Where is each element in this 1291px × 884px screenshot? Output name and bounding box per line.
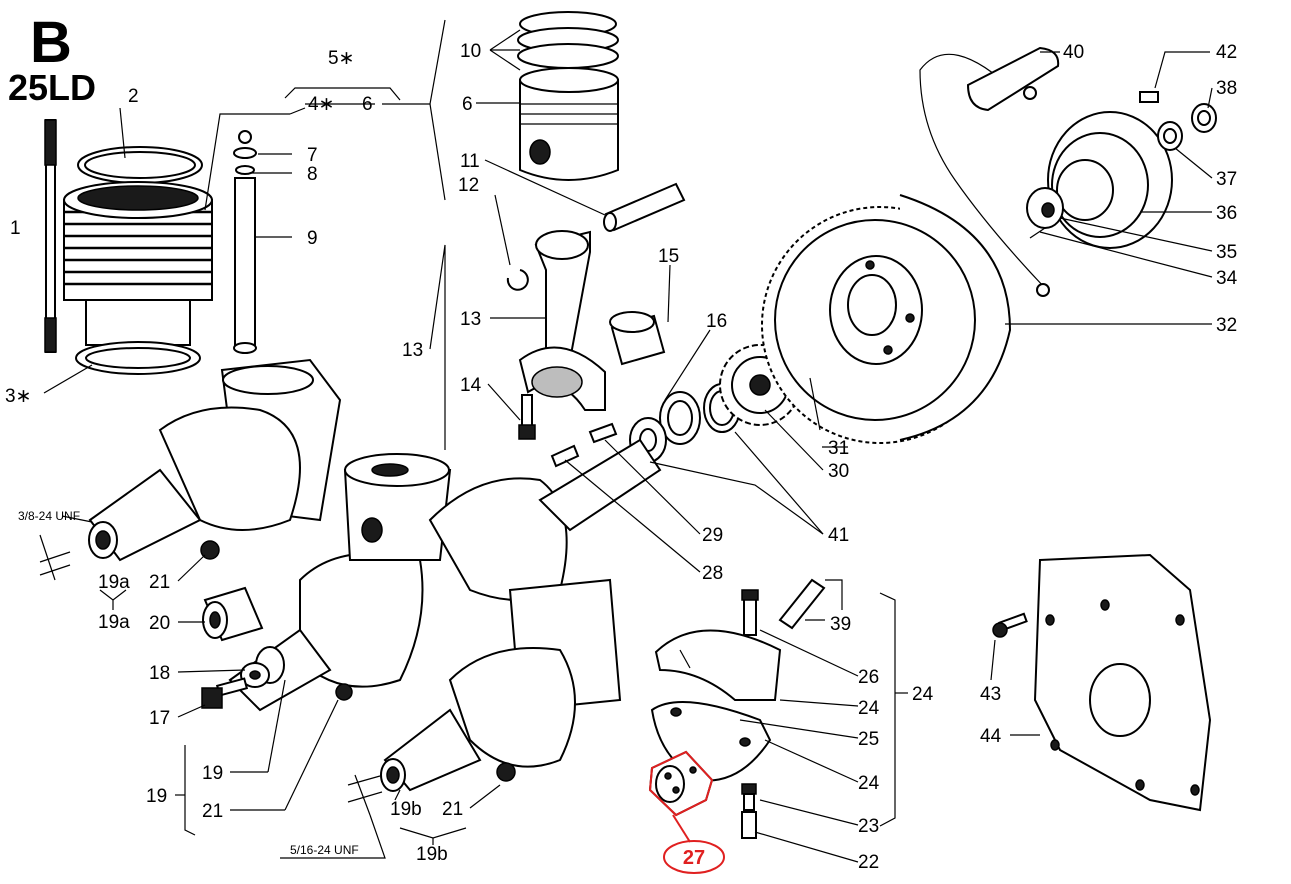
callout-17: 17 [149,708,170,729]
washer-18 [240,662,270,688]
callout-26: 26 [858,667,879,688]
callout-38: 38 [1216,78,1237,99]
callout-21-mid: 21 [202,801,223,822]
bolt-22-23 [741,783,757,839]
callout-21-top: 21 [149,572,170,593]
callout-41: 41 [828,525,849,546]
key-28 [550,444,580,468]
callout-43: 43 [980,684,1001,705]
counterweight-upper [654,629,782,701]
callout-39: 39 [830,614,851,635]
piston-pin [603,182,686,232]
callout-1: 1 [10,218,21,239]
section-letter: B [30,10,72,75]
callout-35: 35 [1216,242,1237,263]
callout-20: 20 [149,613,170,634]
piston-top [517,11,619,181]
crankcase-cover [1033,553,1212,812]
callout-23: 23 [858,816,879,837]
bushing [609,311,666,366]
callout-12: 12 [458,175,479,196]
callout-18: 18 [149,663,170,684]
starter-pulley [1026,91,1217,249]
callout-19-left: 19 [146,786,167,807]
spacer-20 [202,586,264,642]
callout-30: 30 [828,461,849,482]
engine-model: 25LD [8,67,96,108]
callout-19-upper: 19 [202,763,223,784]
plug-39 [778,578,826,630]
bolt-26 [741,589,759,636]
callout-2: 2 [128,86,139,107]
weight-nut-27: 27 [648,750,725,874]
cylinder-barrel [63,146,213,375]
callout-24-lower: 24 [858,773,880,794]
thread-spec-top: 3/8-24 UNF [18,509,80,523]
callout-40: 40 [1063,42,1084,63]
crankshaft-main [228,438,662,712]
callout-19a-bottom: 19a [98,612,130,633]
callout-6-left: 6 [362,94,373,115]
callout-11: 11 [460,151,480,172]
callout-4: 4∗ [308,94,335,115]
leader-lines [39,19,1213,863]
callout-10: 10 [460,41,481,62]
callout-19a-top: 19a [98,572,130,593]
pushrod-tube [233,130,257,354]
connecting-rod [518,230,606,440]
callout-42: 42 [1216,42,1237,63]
callout-32: 32 [1216,315,1237,336]
flywheel [761,194,1012,444]
callout-36: 36 [1216,203,1237,224]
callout-19b-bottom: 19b [416,844,448,865]
callout-19b-top: 19b [390,799,422,820]
key-29 [588,422,618,444]
highlighted-callout-27: 27 [683,847,705,869]
callout-31: 31 [828,438,849,459]
callout-21-bottom: 21 [442,799,463,820]
callout-24-upper: 24 [858,698,880,719]
callout-7: 7 [307,145,318,166]
stud-part-1 [44,119,57,353]
callout-labels: 1 2 3∗ 4∗ 5∗ 6 6 7 8 9 10 11 12 13 13 14… [5,41,1238,873]
crankshaft-upper [88,358,342,562]
callout-9: 9 [307,228,318,249]
crankshaft-lower [380,578,622,792]
thread-spec-bottom: 5/16-24 UNF [290,843,359,857]
callout-24-group: 24 [912,684,934,705]
callout-34: 34 [1216,268,1238,289]
callout-28: 28 [702,563,723,584]
callout-6-right: 6 [462,94,473,115]
callout-14: 14 [460,375,482,396]
callout-13-right: 13 [460,309,481,330]
screw-43 [992,612,1028,638]
bolt-17 [201,677,249,709]
starter-rope [919,46,1060,297]
callout-29: 29 [702,525,723,546]
callout-5: 5∗ [328,48,355,69]
callout-15: 15 [658,246,679,267]
callout-3: 3∗ [5,386,32,407]
callout-25: 25 [858,729,879,750]
callout-44: 44 [980,726,1002,747]
callout-16: 16 [706,311,727,332]
circlip [506,269,529,291]
callout-8: 8 [307,164,318,185]
callout-22: 22 [858,852,879,873]
callout-13-left: 13 [402,340,423,361]
callout-37: 37 [1216,169,1237,190]
